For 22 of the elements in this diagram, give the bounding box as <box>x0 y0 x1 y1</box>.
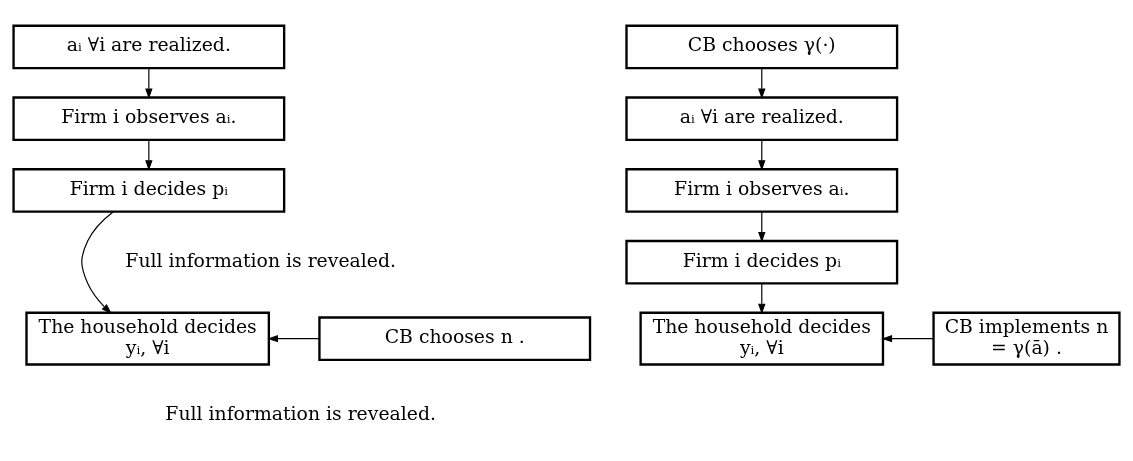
node-box: The household decides yᵢ, ∀i <box>25 311 271 366</box>
arrow <box>267 334 320 342</box>
arrow <box>145 67 153 99</box>
node-box: CB chooses γ(·) <box>625 24 899 69</box>
arrow <box>145 138 153 171</box>
label: Full information is revealed. <box>125 249 396 271</box>
node-box: Firm i decides pᵢ <box>12 167 286 213</box>
node-box: The household decides yᵢ, ∀i <box>639 311 885 366</box>
node-box: Firm i observes aᵢ. <box>12 95 286 141</box>
arrow <box>758 210 766 242</box>
arrow <box>758 67 766 99</box>
arrow <box>758 138 766 171</box>
arrow <box>81 210 114 314</box>
label: Full information is revealed. <box>165 402 436 424</box>
node-box: Firm i decides pᵢ <box>625 239 899 285</box>
arrow <box>881 334 934 342</box>
node-box: CB chooses n . <box>318 315 592 361</box>
arrow <box>758 282 766 314</box>
node-box: aᵢ ∀i are realized. <box>12 24 286 69</box>
node-box: Firm i observes aᵢ. <box>625 167 899 213</box>
node-box: aᵢ ∀i are realized. <box>625 95 899 141</box>
node-box: CB implements n = γ(ā) . <box>932 311 1121 366</box>
